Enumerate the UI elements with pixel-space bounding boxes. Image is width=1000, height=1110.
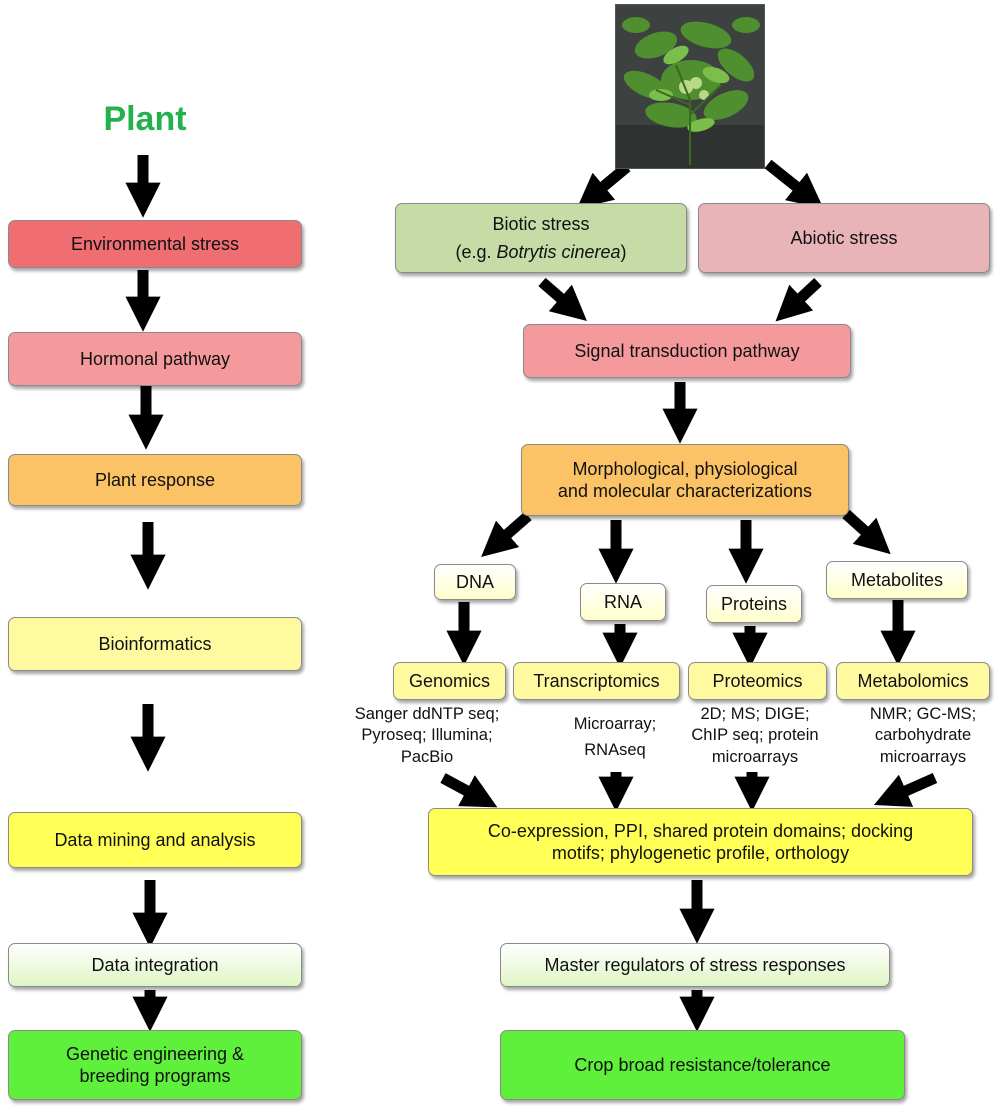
dna-box: DNA [434, 564, 516, 600]
metabolomics-method-3: microarrays [879, 747, 967, 766]
genomics-label: Genomics [408, 670, 491, 691]
genetic-engineering-box: Genetic engineering & breeding programs [8, 1030, 302, 1100]
data-integration-box: Data integration [8, 943, 302, 987]
transcriptomics-label: Transcriptomics [533, 670, 660, 691]
metabolomics-box: Metabolomics [836, 662, 990, 700]
master-regulators-label: Master regulators of stress responses [544, 954, 846, 975]
proteomics-method-3: microarrays [711, 747, 799, 766]
genomics-method-3: PacBio [400, 747, 454, 766]
arrow-char-to-metabolites [842, 509, 891, 555]
crop-resistance-box: Crop broad resistance/tolerance [500, 1030, 905, 1100]
dna-label: DNA [455, 571, 494, 592]
proteomics-method-1: 2D; MS; DIGE; [700, 705, 810, 723]
metabolomics-methods: NMR; GC-MS; carbohydrate microarrays [848, 704, 998, 768]
abiotic-stress-label: Abiotic stress [790, 227, 898, 248]
genomics-methods: Sanger ddNTP seq; Pyroseq; Illumina; Pac… [337, 704, 517, 768]
biotic-stress-label: Biotic stress [492, 213, 590, 234]
data-mining-label: Data mining and analysis [54, 829, 256, 850]
arrow-biotic-to-signal [538, 277, 587, 321]
biotic-example-suffix: ) [620, 242, 627, 262]
biotic-stress-box: Biotic stress (e.g. Botrytis cinerea) [395, 203, 687, 273]
characterizations-line2: and molecular characterizations [557, 481, 813, 501]
metabolomics-method-1: NMR; GC-MS; [869, 705, 977, 723]
arrow-photo-to-biotic [576, 162, 631, 209]
transcriptomics-methods: Microarray; RNAseq [545, 712, 685, 763]
tomato-plant-photo [615, 4, 765, 169]
rna-label: RNA [603, 591, 642, 612]
data-integration-label: Data integration [91, 954, 219, 975]
arrow-metabolomics-to-coexp [873, 772, 938, 807]
proteomics-methods: 2D; MS; DIGE; ChIP seq; protein microarr… [670, 704, 840, 768]
biotic-example-species: Botrytis cinerea [496, 242, 621, 262]
transcriptomics-method-1: Microarray; [573, 715, 657, 733]
genomics-box: Genomics [393, 662, 506, 700]
metabolomics-method-2: carbohydrate [874, 726, 972, 745]
proteomics-box: Proteomics [688, 662, 827, 700]
bioinformatics-box: Bioinformatics [8, 617, 302, 671]
proteins-box: Proteins [706, 585, 802, 623]
coexpression-box: Co-expression, PPI, shared protein domai… [428, 808, 973, 876]
arrow-genomics-to-coexp [440, 773, 498, 808]
genetic-engineering-line1: Genetic engineering & [65, 1043, 245, 1064]
rna-box: RNA [580, 583, 666, 621]
plant-response-label: Plant response [94, 469, 216, 490]
signal-transduction-label: Signal transduction pathway [574, 340, 800, 361]
arrow-photo-to-abiotic [764, 159, 824, 209]
proteins-label: Proteins [720, 593, 788, 614]
plant-response-box: Plant response [8, 454, 302, 506]
genetic-engineering-line2: breeding programs [79, 1066, 231, 1086]
transcriptomics-method-2: RNAseq [584, 740, 646, 759]
data-mining-box: Data mining and analysis [8, 812, 302, 868]
arrow-char-to-dna [481, 511, 532, 558]
master-regulators-box: Master regulators of stress responses [500, 943, 890, 987]
biotic-stress-example: (e.g. Botrytis cinerea) [455, 241, 626, 264]
transcriptomics-box: Transcriptomics [513, 662, 680, 700]
metabolomics-label: Metabolomics [857, 670, 969, 691]
hormonal-pathway-box: Hormonal pathway [8, 332, 302, 386]
environmental-stress-label: Environmental stress [70, 233, 240, 254]
proteomics-method-2: ChIP seq; protein [691, 726, 819, 745]
proteomics-label: Proteomics [712, 670, 803, 691]
metabolites-box: Metabolites [826, 561, 968, 599]
signal-transduction-box: Signal transduction pathway [523, 324, 851, 378]
hormonal-pathway-label: Hormonal pathway [79, 348, 231, 369]
arrow-abiotic-to-signal [775, 277, 822, 322]
abiotic-stress-box: Abiotic stress [698, 203, 990, 273]
genomics-method-1: Sanger ddNTP seq; [354, 705, 500, 723]
characterizations-box: Morphological, physiological and molecul… [521, 444, 849, 516]
coexpression-line1: Co-expression, PPI, shared protein domai… [487, 820, 914, 841]
environmental-stress-box: Environmental stress [8, 220, 302, 268]
metabolites-label: Metabolites [850, 569, 944, 590]
bioinformatics-label: Bioinformatics [98, 633, 212, 654]
plant-title: Plant [103, 100, 187, 138]
genomics-method-2: Pyroseq; Illumina; [361, 726, 493, 745]
biotic-example-prefix: (e.g. [455, 242, 497, 262]
crop-resistance-label: Crop broad resistance/tolerance [574, 1054, 831, 1075]
coexpression-line2: motifs; phylogenetic profile, orthology [551, 843, 850, 863]
characterizations-line1: Morphological, physiological [572, 458, 798, 479]
